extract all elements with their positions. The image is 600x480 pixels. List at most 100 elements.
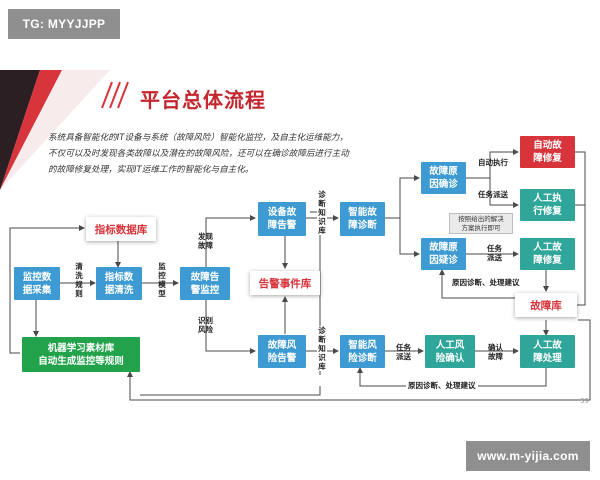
node-text: 警监控 [190, 284, 220, 296]
label-diag-knowledge-bottom: 诊断知识库 [317, 326, 327, 371]
label-char: 知 [318, 208, 326, 217]
node-text: 智能风 [348, 339, 377, 351]
page-title: 平台总体流程 [140, 88, 266, 112]
label-found-fault: 发现故障 [198, 232, 213, 250]
title-accent-lines [96, 80, 130, 110]
node-text: 自动故 [533, 140, 562, 151]
node-manual-fault-handle: 人工故障处理 [520, 335, 575, 368]
node-text: 机器学习素材库 [47, 342, 115, 354]
label-line: 确认 [488, 343, 503, 352]
node-text: 人工风 [435, 339, 465, 351]
label-clean-rule: 清洗规则 [74, 262, 84, 298]
label-char: 知 [318, 344, 326, 353]
node-manual-fault-repair: 人工故障修复 [520, 238, 575, 270]
label-cause-suggestion-top: 原因诊断、处理建议 [452, 278, 520, 287]
node-text: 据采集 [22, 284, 52, 296]
node-text: 智能故 [348, 207, 377, 218]
label-cause-suggestion-bottom: 原因诊断、处理建议 [406, 381, 478, 390]
indicator-database: 指标数据库 [86, 217, 156, 241]
node-smart-risk-diagnosis: 智能风险诊断 [340, 335, 385, 368]
note-text: 方案执行即可 [461, 223, 501, 232]
label-line: 任务 [487, 244, 502, 253]
fault-database: 故障库 [515, 293, 577, 317]
node-text: 障告警 [267, 220, 297, 231]
page-number: 39 [580, 397, 589, 405]
node-text: 指标数 [104, 271, 134, 283]
node-text: 险告警 [267, 352, 297, 364]
node-text: 故障原 [429, 242, 458, 253]
node-smart-fault-diagnosis: 智能故障诊断 [340, 202, 385, 236]
description-line: 不仅可以及时发现各类故障以及潜在的故障风险，还可以在确诊故障后进行主动 [48, 149, 349, 159]
node-fault-alarm-monitor: 故障告警监控 [180, 267, 230, 300]
label-char: 识 [318, 217, 326, 226]
node-auto-fault-repair: 自动故障修复 [520, 136, 575, 168]
description: 系统具备智能化的IT设备与系统（故障风险）智能化监控，及自主化运维能力， 不仅可… [48, 130, 428, 178]
watermark-bottom: www.m-yijia.com [466, 441, 590, 471]
label-diag-knowledge-top: 诊断知识库 [317, 190, 327, 235]
label-task-dispatch-top: 任务派送 [478, 190, 508, 199]
label-char: 库 [318, 362, 326, 371]
label-char: 清 [75, 262, 83, 271]
node-text: 障诊断 [348, 220, 377, 231]
label-confirm-fault: 确认故障 [488, 343, 503, 361]
label-line: 发现 [198, 232, 213, 241]
note-text: 按照给出的解决 [458, 214, 504, 223]
label-line: 故障 [488, 352, 503, 361]
label-char: 监 [158, 262, 166, 271]
label-identify-risk: 识别风险 [198, 316, 213, 334]
label-char: 洗 [75, 271, 83, 280]
label-line: 派送 [487, 253, 502, 262]
node-text: 监控数 [22, 271, 52, 283]
node-text: 险确认 [435, 352, 465, 364]
node-device-fault-alarm: 设备故障告警 [258, 202, 306, 236]
label-auto-exec: 自动执行 [478, 158, 508, 167]
label-char: 库 [318, 226, 326, 235]
node-text: 人工故 [533, 242, 562, 253]
label-line: 任务 [396, 343, 411, 352]
watermark-top: TG: MYYJJPP [8, 9, 120, 39]
label-line: 派送 [396, 352, 411, 361]
node-manual-risk-confirm: 人工风险确认 [425, 335, 475, 368]
label-char: 模 [158, 280, 166, 289]
corner-decoration [0, 70, 110, 190]
node-text: 设备故 [267, 207, 297, 218]
node-text: 人工执 [533, 193, 562, 204]
label-task-dispatch-bottom: 任务派送 [396, 343, 411, 361]
label-task-dispatch-mid: 任务派送 [487, 244, 502, 262]
label-char: 型 [158, 289, 166, 298]
alarm-event-database: 告警事件库 [250, 271, 320, 295]
label-line: 识别 [198, 316, 213, 325]
label-char: 识 [318, 353, 326, 362]
label-char: 断 [318, 199, 326, 208]
node-text: 人工故 [533, 339, 562, 351]
node-text: 因疑诊 [429, 255, 458, 266]
solution-note: 按照给出的解决方案执行即可 [449, 213, 513, 234]
label-line: 故障 [198, 241, 213, 250]
node-text: 故障风 [267, 339, 297, 351]
label-char: 控 [158, 271, 166, 280]
node-text: 障处理 [533, 352, 562, 364]
description-line: 系统具备智能化的IT设备与系统（故障风险）智能化监控，及自主化运维能力， [48, 133, 348, 143]
node-text: 因确诊 [429, 179, 458, 190]
label-char: 则 [75, 289, 83, 298]
node-ml-material-library: 机器学习素材库自动生成监控等规则 [22, 337, 140, 372]
node-fault-cause-suspect: 故障原因疑诊 [421, 238, 466, 270]
node-monitor-data-collect: 监控数据采集 [14, 267, 60, 300]
label-char: 诊 [318, 190, 326, 199]
node-indicator-data-clean: 指标数据清洗 [96, 267, 142, 300]
label-char: 断 [318, 335, 326, 344]
node-manual-exec-repair: 人工执行修复 [520, 189, 575, 221]
label-char: 诊 [318, 326, 326, 335]
description-line: 的故障修复处理，实现IT运维工作的智能化与自主化。 [48, 165, 254, 175]
node-text: 行修复 [533, 206, 562, 217]
label-char: 规 [75, 280, 83, 289]
node-text: 自动生成监控等规则 [38, 355, 124, 367]
node-text: 障修复 [533, 153, 562, 164]
node-text: 险诊断 [348, 352, 377, 364]
node-text: 障修复 [533, 255, 562, 266]
node-text: 故障原 [429, 166, 458, 177]
node-fault-risk-alarm: 故障风险告警 [258, 335, 306, 368]
node-text: 据清洗 [104, 284, 134, 296]
node-text: 故障告 [190, 271, 220, 283]
